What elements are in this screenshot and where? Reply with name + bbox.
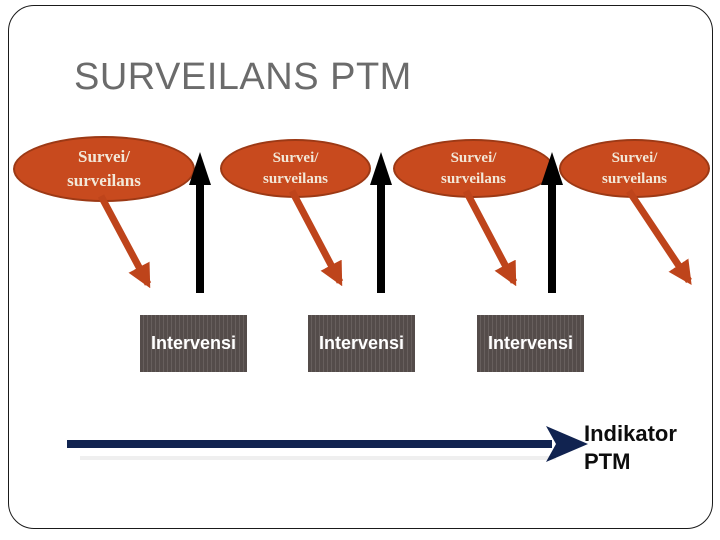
intervensi-box-2: Intervensi — [308, 315, 415, 372]
down-right-arrow-icon-2 — [288, 189, 344, 287]
survei-ellipse-3: Survei/ surveilans — [393, 139, 554, 198]
slide-title: SURVEILANS PTM — [74, 56, 412, 98]
intervensi-box-1-label: Intervensi — [150, 333, 237, 353]
intervensi-box-2-label: Intervensi — [318, 333, 405, 353]
survei-ellipse-2: Survei/ surveilans — [220, 139, 371, 198]
survei-ellipse-3-line1: Survei/ — [450, 149, 497, 166]
down-right-arrow-icon-3 — [462, 189, 518, 287]
intervensi-box-1: Intervensi — [140, 315, 247, 372]
survei-ellipse-4-line2: surveilans — [601, 170, 667, 187]
survei-ellipse-1: Survei/ surveilans — [13, 136, 195, 202]
flow-arrow-icon — [67, 426, 588, 462]
survei-ellipse-4-line1: Survei/ — [611, 149, 658, 166]
flow-arrow-label: Indikator PTM — [584, 420, 677, 476]
survei-ellipse-3-line2: surveilans — [440, 170, 506, 187]
up-arrow-icon-2 — [370, 152, 392, 293]
down-right-arrow-icon-1 — [97, 194, 152, 289]
intervensi-box-3-label: Intervensi — [487, 333, 574, 353]
flow-arrow-label-line1: Indikator — [584, 421, 677, 446]
flow-arrow-label-line2: PTM — [584, 449, 631, 474]
survei-ellipse-2-line1: Survei/ — [272, 149, 319, 166]
survei-ellipse-4: Survei/ surveilans — [559, 139, 710, 198]
survei-ellipse-1-line1: Survei/ — [78, 147, 130, 167]
survei-ellipse-1-line2: surveilans — [67, 171, 141, 190]
intervensi-box-3: Intervensi — [477, 315, 584, 372]
down-right-arrow-icon-4 — [626, 189, 692, 285]
survei-ellipse-2-line2: surveilans — [262, 170, 328, 187]
